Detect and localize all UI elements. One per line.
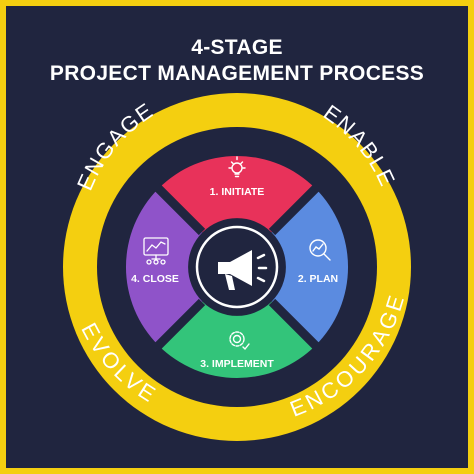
title-line-2: PROJECT MANAGEMENT PROCESS [49,62,425,85]
lightbulb-icon [228,156,246,178]
segment-initiate [158,155,316,233]
stage-label-close: 4. CLOSE [131,273,179,285]
segment-close [125,188,203,346]
segment-separators [152,182,322,352]
segment-implement [158,301,316,379]
dashboard-icon [143,237,169,265]
stage-label-initiate: 1. INITIATE [210,186,265,198]
stage-label-implement: 3. IMPLEMENT [200,358,274,370]
gear-check-icon [229,331,250,351]
segment-plan [271,188,349,346]
magnifier-chart-icon [309,239,331,261]
stage-label-plan: 2. PLAN [298,273,338,285]
megaphone-icon [218,250,268,290]
title-line-1: 4-STAGE [191,36,283,59]
